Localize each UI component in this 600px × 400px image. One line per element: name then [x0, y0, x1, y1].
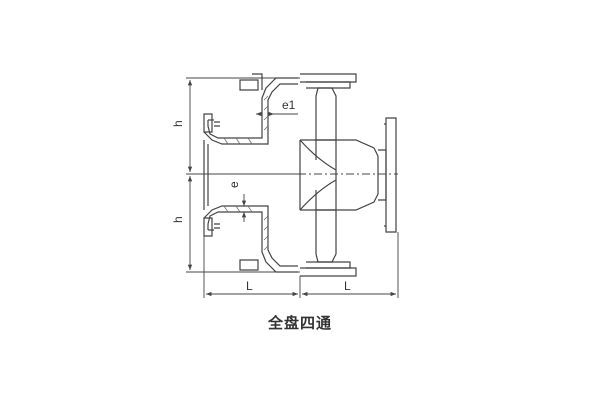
section-view-left [203, 73, 298, 273]
label-h-lower: h [171, 216, 185, 223]
lower-branch-wall [207, 211, 298, 273]
upper-branch-wall [207, 77, 298, 139]
label-e: e [227, 181, 241, 188]
left-flange-lower [203, 217, 213, 237]
external-view-right [299, 73, 397, 277]
section-hatching [223, 95, 269, 251]
right-branch-body [300, 139, 379, 211]
label-L-left: L [246, 279, 253, 293]
upper-flange [239, 79, 259, 91]
lower-flange [239, 259, 259, 271]
label-e1: e1 [282, 98, 296, 112]
dimension-lines [186, 77, 399, 298]
bottom-flange [300, 267, 357, 277]
label-h-upper: h [171, 120, 185, 127]
top-flange [300, 73, 357, 83]
diagram-caption: 全盘四通 [267, 314, 332, 332]
label-L-right: L [344, 279, 351, 293]
right-flange [378, 149, 387, 201]
left-flange-upper [203, 113, 213, 133]
